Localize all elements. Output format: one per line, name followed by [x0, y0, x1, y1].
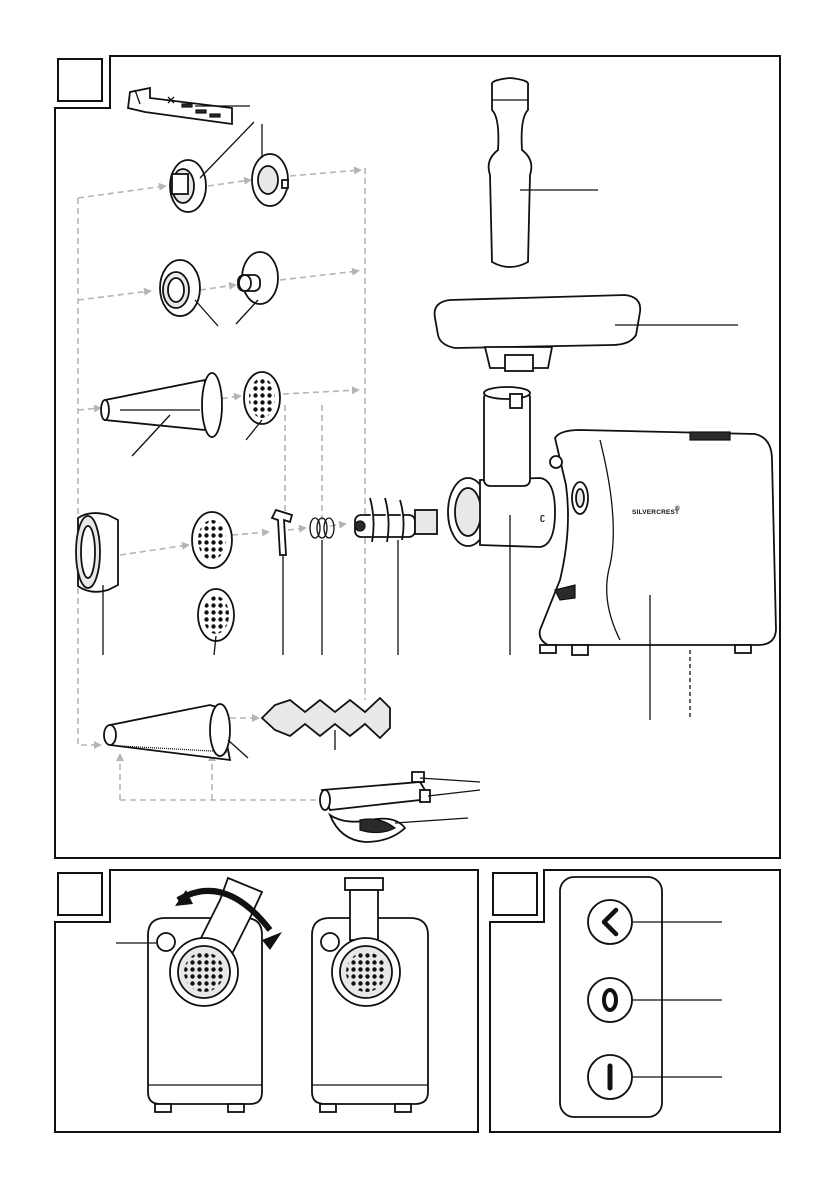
juicer-strainer	[104, 704, 230, 760]
sausage-disc	[252, 154, 288, 206]
leader-line	[195, 300, 218, 326]
cutting-blade	[272, 510, 292, 555]
kebbe-attachment	[170, 160, 206, 212]
motor-unit: SILVERCREST ®	[540, 430, 776, 655]
device-front-view-rotating	[148, 878, 262, 1112]
juicer-screw	[262, 698, 390, 738]
coarse-disc	[244, 372, 280, 424]
leader-line	[428, 790, 480, 796]
feed-screw	[355, 498, 437, 542]
rotation-arrowhead	[262, 932, 282, 950]
leader-line	[228, 740, 248, 758]
leader-line	[246, 420, 262, 440]
leader-line	[200, 122, 254, 178]
fine-disc	[198, 589, 234, 641]
grinder-housing: ʗ	[448, 387, 555, 547]
reverse-button	[588, 900, 632, 944]
release-button	[157, 933, 175, 951]
off-button	[588, 978, 632, 1022]
figure-c-panel	[490, 870, 780, 1132]
on-button	[588, 1055, 632, 1099]
medium-disc	[192, 512, 232, 568]
figure-b-label-box	[58, 873, 102, 915]
kebbe-ring	[160, 260, 200, 316]
figure-c-label-box	[493, 873, 537, 915]
figure-a-label-box	[58, 59, 102, 101]
ring-nut	[76, 513, 118, 592]
leader-line	[420, 778, 480, 782]
juice-spout	[320, 772, 430, 842]
leader-line	[395, 818, 468, 823]
kebbe-cone	[238, 252, 278, 304]
figure-b-panel	[55, 870, 478, 1132]
figure-a-panel: ʗ SILVERCREST ®	[55, 56, 780, 858]
brand-registered-mark: ®	[675, 504, 680, 512]
device-front-view-locked	[312, 878, 428, 1112]
food-pusher	[489, 78, 532, 267]
food-tray	[435, 295, 641, 371]
leader-line	[236, 300, 258, 324]
tray-lock-mark: ʗ	[540, 512, 545, 522]
spring	[310, 518, 334, 538]
sausage-funnel	[101, 373, 222, 437]
brand-label: SILVERCREST	[632, 509, 679, 516]
